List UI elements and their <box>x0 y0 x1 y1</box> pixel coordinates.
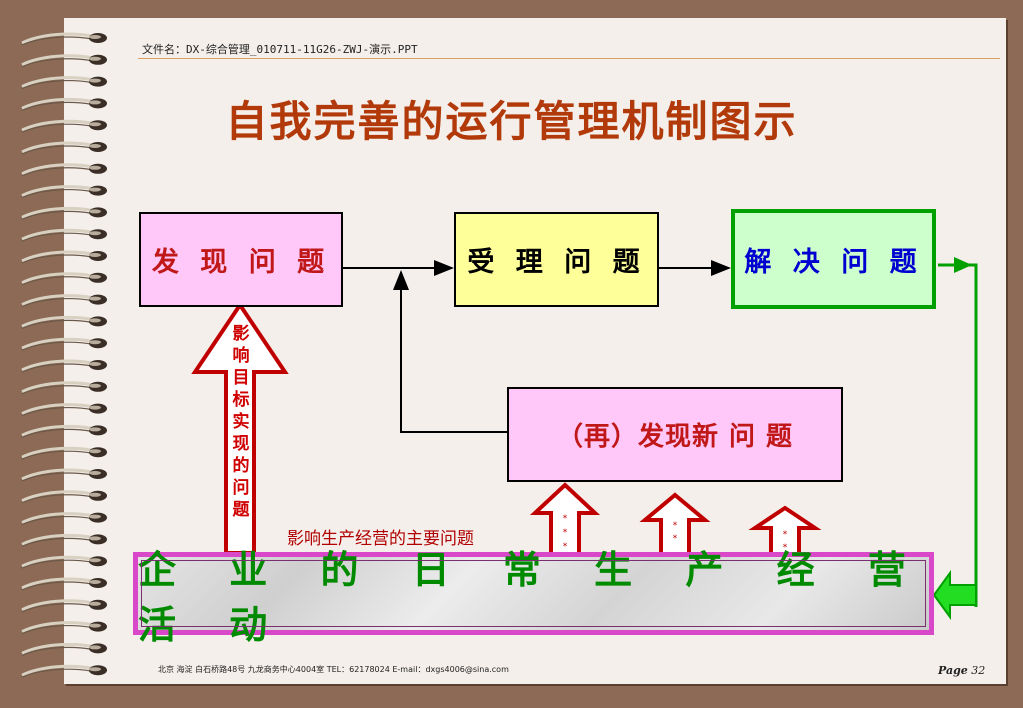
svg-text:*: * <box>673 521 678 531</box>
spiral-ring <box>21 403 107 417</box>
spiral-ring <box>21 577 107 591</box>
spiral-ring <box>21 533 107 547</box>
footer-address: 北京 海淀 白石桥路48号 九龙商务中心4004室 TEL：62178024 E… <box>158 665 509 674</box>
box-rediscover-problem: （再）发现新 问 题 <box>507 387 843 482</box>
page-number: 32 <box>971 664 986 677</box>
spiral-ring <box>21 141 107 155</box>
arrow-rediscover-loop <box>393 270 507 433</box>
spiral-ring <box>21 664 107 678</box>
spiral-ring <box>21 163 107 177</box>
file-name-label: 文件名：DX-综合管理_010711-11G26-ZWJ-演示.PPT <box>142 43 418 56</box>
spiral-ring <box>21 97 107 111</box>
svg-text:*: * <box>783 543 788 553</box>
svg-text:*: * <box>673 534 678 544</box>
spiral-ring <box>21 424 107 438</box>
spiral-ring <box>21 381 107 395</box>
box-discover-problem: 发 现 问 题 <box>139 212 343 307</box>
page-label: Page <box>938 664 968 677</box>
svg-text:*: * <box>563 528 568 538</box>
spiral-ring <box>21 228 107 242</box>
spiral-ring <box>21 206 107 220</box>
spiral-ring <box>21 512 107 526</box>
spiral-ring <box>21 315 107 329</box>
spiral-ring <box>21 185 107 199</box>
footer-page: Page 32 <box>938 664 985 677</box>
spiral-ring <box>21 359 107 373</box>
spiral-ring <box>21 468 107 482</box>
spiral-ring <box>21 446 107 460</box>
spiral-ring <box>21 250 107 264</box>
spiral-ring <box>21 490 107 504</box>
spiral-binding <box>21 32 107 678</box>
spiral-ring <box>21 599 107 613</box>
daily-operations-bar: 企 业 的 日 常 生 产 经 营 活 动 <box>133 547 934 647</box>
svg-text:*: * <box>563 514 568 524</box>
box-solve-problem: 解 决 问 题 <box>731 209 936 309</box>
arrow-solve-head <box>954 257 972 273</box>
spiral-ring <box>21 642 107 656</box>
spiral-ring <box>21 32 107 46</box>
arrow-solve-to-activity <box>938 263 978 607</box>
spiral-ring <box>21 119 107 133</box>
slide-title: 自我完善的运行管理机制图示 <box>225 97 798 146</box>
spiral-ring <box>21 294 107 308</box>
svg-text:*: * <box>563 542 568 552</box>
main-problems-label: 影响生产经营的主要问题 <box>287 529 474 549</box>
spiral-ring <box>21 54 107 68</box>
spiral-ring <box>21 337 107 351</box>
spiral-ring <box>21 555 107 569</box>
influence-target-label: 影 响 目 标 实 现 的 问 题 <box>232 324 250 520</box>
svg-text:*: * <box>783 530 788 540</box>
box-accept-problem: 受 理 问 题 <box>454 212 659 307</box>
header-divider <box>138 58 1000 59</box>
arrow-into-activity <box>932 569 977 621</box>
spiral-ring <box>21 76 107 90</box>
spiral-ring <box>21 272 107 286</box>
spiral-ring <box>21 621 107 635</box>
